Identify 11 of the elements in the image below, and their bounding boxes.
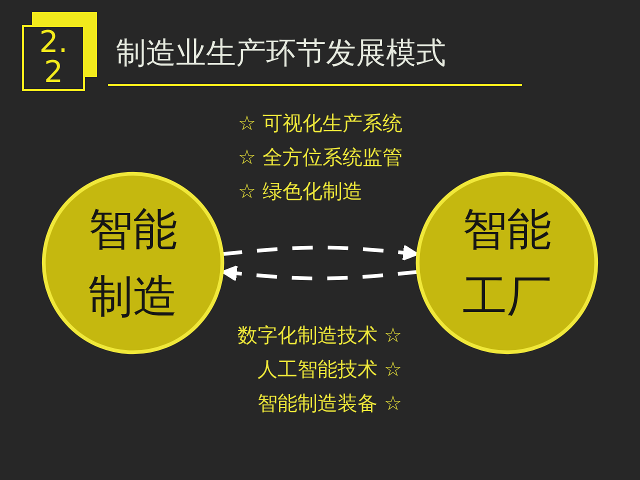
arrow [222, 244, 419, 261]
node-circle: 智能制造 [42, 172, 224, 354]
list-item: ☆ 绿色化制造 [238, 178, 364, 205]
list-item: 人工智能技术 ☆ [256, 356, 402, 383]
slide-title: 制造业生产环节发展模式 [116, 35, 446, 73]
list-item: ☆ 可视化生产系统 [238, 110, 402, 137]
list-item: 智能制造装备 ☆ [256, 390, 402, 417]
section-number: 2.2 [22, 25, 85, 91]
list-item: ☆ 全方位系统监管 [238, 144, 402, 171]
list-item: 数字化制造技术 ☆ [238, 322, 402, 349]
node-circle: 智能工厂 [416, 172, 598, 354]
